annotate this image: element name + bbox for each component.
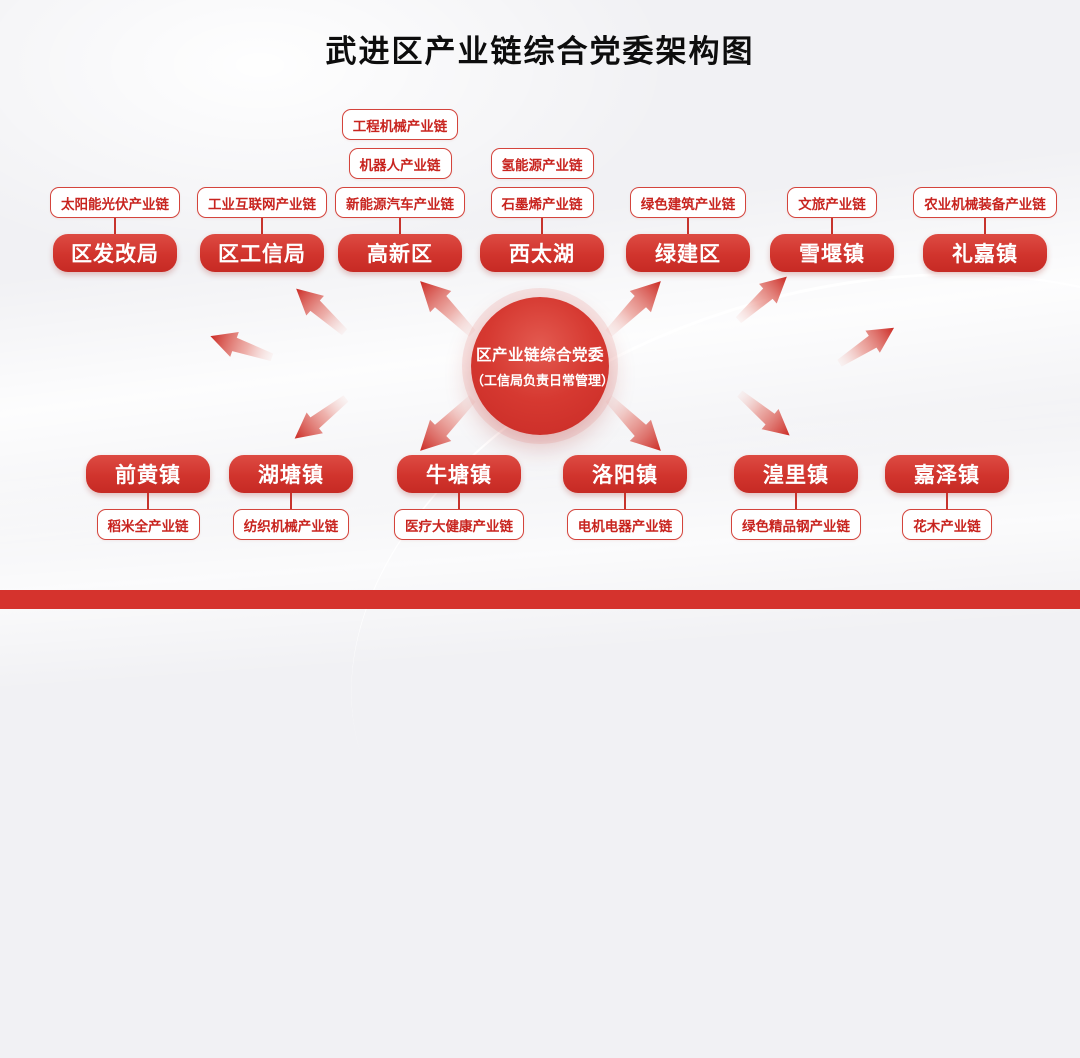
branch-xueyan-town: 文旅产业链 雪堰镇 [757, 96, 907, 272]
branch-dev-reform-bureau: 太阳能光伏产业链 区发改局 [40, 96, 190, 272]
connector-line [686, 218, 690, 234]
branch-huangli-town: 湟里镇 绿色精品钢产业链 [721, 455, 871, 550]
branch-hutang-town: 湖塘镇 纺织机械产业链 [216, 455, 366, 550]
chain-chip: 石墨烯产业链 [490, 187, 594, 218]
chain-chip: 工程机械产业链 [341, 109, 459, 140]
connector-line [113, 218, 117, 234]
node-niutang-town: 牛塘镇 [397, 455, 521, 493]
chain-chip: 氢能源产业链 [490, 148, 594, 179]
chain-chip: 绿色精品钢产业链 [731, 509, 861, 540]
chain-chip: 医疗大健康产业链 [394, 509, 524, 540]
node-industry-info-bureau: 区工信局 [200, 234, 324, 272]
connector-line [146, 493, 150, 509]
node-lijia-town: 礼嘉镇 [923, 234, 1047, 272]
connector-line [289, 493, 293, 509]
node-luoyang-town: 洛阳镇 [563, 455, 687, 493]
node-huangli-town: 湟里镇 [734, 455, 858, 493]
node-qianhuang-town: 前黄镇 [86, 455, 210, 493]
branch-lijia-town: 农业机械装备产业链 礼嘉镇 [910, 96, 1060, 272]
chain-chip: 机器人产业链 [348, 148, 452, 179]
page-title: 武进区产业链综合党委架构图 [325, 34, 755, 70]
node-high-tech-zone: 高新区 [338, 234, 462, 272]
connector-line [457, 493, 461, 509]
chain-chip: 纺织机械产业链 [232, 509, 350, 540]
connector-line [260, 218, 264, 234]
node-hutang-town: 湖塘镇 [229, 455, 353, 493]
branch-xitaihu: 氢能源产业链 石墨烯产业链 西太湖 [467, 96, 617, 272]
node-green-building-zone: 绿建区 [626, 234, 750, 272]
branch-green-building-zone: 绿色建筑产业链 绿建区 [613, 96, 763, 272]
chain-chip: 电机电器产业链 [566, 509, 684, 540]
chain-chip: 工业互联网产业链 [197, 187, 327, 218]
chain-chip: 稻米全产业链 [96, 509, 200, 540]
chain-chip: 花木产业链 [902, 509, 992, 540]
connector-line [398, 218, 402, 234]
branch-niutang-town: 牛塘镇 医疗大健康产业链 [384, 455, 534, 550]
branch-high-tech-zone: 工程机械产业链 机器人产业链 新能源汽车产业链 高新区 [325, 96, 475, 272]
connector-line [830, 218, 834, 234]
chain-chip: 新能源汽车产业链 [335, 187, 465, 218]
chain-chip: 文旅产业链 [787, 187, 877, 218]
branch-industry-info-bureau: 工业互联网产业链 区工信局 [187, 96, 337, 272]
branch-luoyang-town: 洛阳镇 电机电器产业链 [550, 455, 700, 550]
connector-line [540, 218, 544, 234]
node-xitaihu: 西太湖 [480, 234, 604, 272]
central-committee-node: 区产业链综合党委 （工信局负责日常管理） [471, 297, 615, 435]
chain-chip: 太阳能光伏产业链 [50, 187, 180, 218]
bottom-accent-bar [0, 590, 1080, 609]
connector-line [983, 218, 987, 234]
branch-jiaze-town: 嘉泽镇 花木产业链 [872, 455, 1022, 550]
chain-chip: 农业机械装备产业链 [913, 187, 1057, 218]
connector-line [623, 493, 627, 509]
branch-qianhuang-town: 前黄镇 稻米全产业链 [73, 455, 223, 550]
connector-line [945, 493, 949, 509]
node-jiaze-town: 嘉泽镇 [885, 455, 1009, 493]
connector-line [794, 493, 798, 509]
central-committee-subtitle: （工信局负责日常管理） [471, 374, 615, 389]
central-committee-title: 区产业链综合党委 [475, 346, 604, 364]
chain-chip: 绿色建筑产业链 [629, 187, 747, 218]
node-dev-reform-bureau: 区发改局 [53, 234, 177, 272]
node-xueyan-town: 雪堰镇 [770, 234, 894, 272]
